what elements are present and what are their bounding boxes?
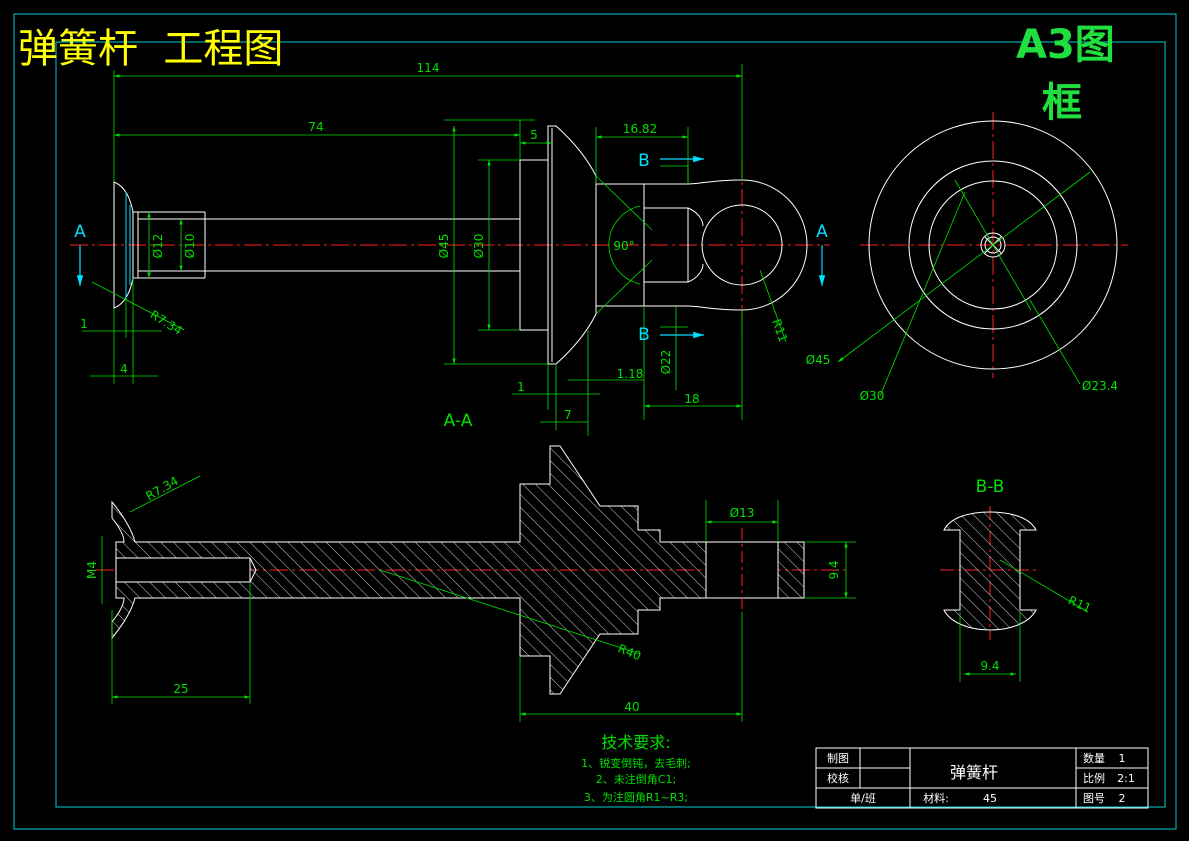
tb-material-value: 45: [983, 792, 997, 805]
section-title-aa: A-A: [444, 411, 473, 431]
section-label-a-left: A: [74, 222, 86, 242]
tb-drawing-no-label: 图号: [1083, 792, 1105, 805]
tb-scale-label: 比例: [1083, 771, 1105, 785]
dim-d45: Ø45: [437, 234, 451, 259]
dim-section-9-4: 9.4: [827, 560, 841, 579]
end-view: [860, 112, 1128, 378]
dim-4: 4: [120, 362, 128, 376]
tb-check-label: 校核: [827, 771, 849, 785]
end-view-dimensions: [837, 171, 1091, 397]
dim-bb-9-4: 9.4: [980, 659, 999, 673]
dim-74: 74: [308, 120, 323, 134]
section-bb-view: [940, 506, 1040, 640]
dim-circle-d45: Ø45: [806, 353, 831, 367]
dim-1-bottom: 1: [517, 380, 525, 394]
tb-quantity-value: 1: [1119, 752, 1126, 765]
inner-frame: [55, 41, 1166, 808]
tech-line-3: 3、为注圆角R1~R3;: [584, 790, 688, 804]
dim-section-r40: R40: [616, 641, 643, 663]
tech-line-1: 1、锐变倒钝，去毛刺;: [581, 756, 691, 770]
tb-quantity-label: 数量: [1083, 752, 1105, 765]
tech-line-2: 2、未注倒角C1;: [596, 772, 676, 786]
frame-label-line2: 框: [1042, 80, 1082, 126]
section-label-b-top: B: [638, 151, 650, 171]
dim-5: 5: [530, 128, 538, 142]
dim-d10: Ø10: [183, 234, 197, 259]
dim-angle-90: 90°: [613, 239, 634, 253]
tb-material-label: 材料:: [923, 791, 949, 805]
section-label-a-right: A: [816, 222, 828, 242]
dim-section-25: 25: [173, 682, 188, 696]
dim-bb-r11: R11: [1066, 593, 1093, 615]
dim-18: 18: [684, 392, 699, 406]
tb-drawn-label: 制图: [827, 752, 849, 765]
section-aa-dimensions: [101, 475, 856, 722]
dim-r11: R11: [769, 317, 790, 344]
dim-d30: Ø30: [472, 234, 486, 259]
section-aa-view: [96, 445, 850, 695]
section-arrows: [76, 155, 826, 339]
title-block: [815, 747, 1149, 809]
outer-frame: [13, 13, 1177, 830]
dim-d22: Ø22: [659, 350, 673, 375]
dim-circle-d23-4: Ø23.4: [1082, 379, 1118, 393]
dim-16-82: 16.82: [623, 122, 657, 136]
section-bb-dimensions: [959, 559, 1089, 682]
dim-7: 7: [564, 408, 572, 422]
tb-scale-value: 2:1: [1117, 772, 1135, 785]
dim-section-r7-34: R7.34: [143, 474, 180, 504]
dim-section-m4: M4: [85, 561, 99, 579]
dim-1-18: 1.18: [617, 367, 644, 381]
section-label-b-bottom: B: [638, 325, 650, 345]
tb-part-name: 弹簧杆: [950, 763, 998, 782]
tb-drawing-no-value: 2: [1119, 792, 1126, 805]
frame-label-line1: A3图: [1016, 22, 1115, 68]
dim-section-40: 40: [624, 700, 639, 714]
main-dimensions: [82, 64, 787, 436]
dim-d12: Ø12: [151, 234, 165, 259]
dim-section-d13: Ø13: [730, 506, 755, 520]
dim-114: 114: [417, 61, 440, 75]
dim-1-left: 1: [80, 317, 88, 331]
tb-unit-label: 单/班: [850, 792, 876, 805]
dim-circle-d30: Ø30: [860, 389, 885, 403]
dim-r7-34: R7.34: [148, 307, 185, 337]
tech-heading: 技术要求:: [601, 733, 670, 752]
section-title-bb: B-B: [976, 477, 1005, 497]
drawing-title: 弹簧杆 工程图: [18, 26, 284, 72]
